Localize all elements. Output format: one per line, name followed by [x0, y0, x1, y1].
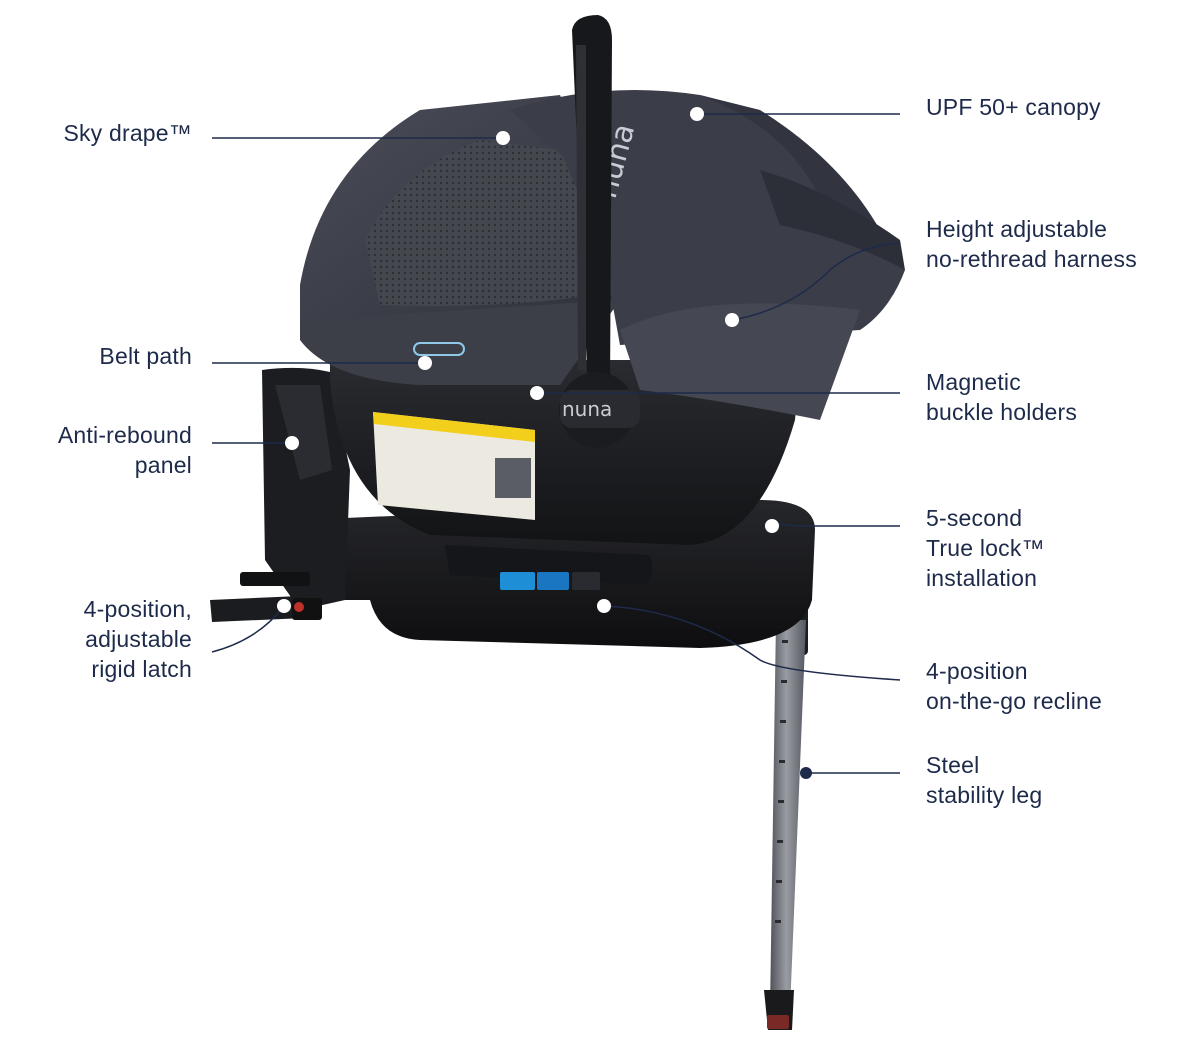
label-line: stability leg [926, 782, 1043, 808]
label-anti-rebound: Anti-rebound panel [58, 420, 192, 480]
dot-true-lock [765, 519, 779, 533]
dot-recline [597, 599, 611, 613]
leader-harness [731, 242, 901, 321]
label-sky-drape: Sky drape™ [63, 118, 192, 148]
label-line: panel [134, 452, 192, 478]
label-line: 4-position, [83, 596, 192, 622]
label-buckle: Magnetic buckle holders [926, 367, 1077, 427]
label-line: buckle holders [926, 399, 1078, 425]
label-true-lock: 5-second True lock™ installation [926, 503, 1045, 593]
leader-recline [603, 605, 901, 681]
dot-rigid-latch [277, 599, 291, 613]
leader-rigid-latch [211, 605, 285, 653]
label-rigid-latch: 4-position, adjustable rigid latch [84, 594, 192, 684]
warning-label [373, 412, 535, 520]
label-line: Anti-rebound [57, 422, 192, 448]
label-line: 5-second [926, 505, 1023, 531]
dot-anti-rebound [285, 436, 299, 450]
leader-lines [211, 113, 901, 774]
seat-shell [330, 360, 800, 545]
label-line: True lock™ [926, 535, 1045, 561]
marker-dots [277, 107, 812, 779]
dot-stability-leg [800, 767, 812, 779]
label-line: Magnetic [926, 369, 1021, 395]
label-harness: Height adjustable no-rethread harness [926, 214, 1137, 274]
leader-true-lock [771, 524, 900, 527]
label-line: no-rethread harness [926, 246, 1137, 272]
label-line: Sky drape™ [63, 120, 192, 146]
label-recline: 4-position on-the-go recline [926, 656, 1102, 716]
dot-buckle [530, 386, 544, 400]
label-line: UPF 50+ canopy [926, 94, 1101, 120]
label-belt-path: Belt path [99, 341, 192, 371]
label-line: Height adjustable [926, 216, 1108, 242]
label-line: 4-position [926, 658, 1028, 684]
label-line: adjustable [85, 626, 192, 652]
handle-logo: nuna [562, 397, 612, 421]
carry-handle: nuna [559, 15, 640, 448]
label-canopy: UPF 50+ canopy [926, 92, 1101, 122]
label-line: Steel [926, 752, 980, 778]
dot-belt-path [418, 356, 432, 370]
stability-leg [764, 585, 808, 1030]
label-line: Belt path [99, 343, 192, 369]
dot-sky-drape [496, 131, 510, 145]
label-line: installation [926, 565, 1038, 591]
dot-harness [725, 313, 739, 327]
label-line: on-the-go recline [926, 688, 1103, 714]
dot-canopy [690, 107, 704, 121]
label-line: rigid latch [91, 656, 192, 682]
label-stability-leg: Steel stability leg [926, 750, 1042, 810]
